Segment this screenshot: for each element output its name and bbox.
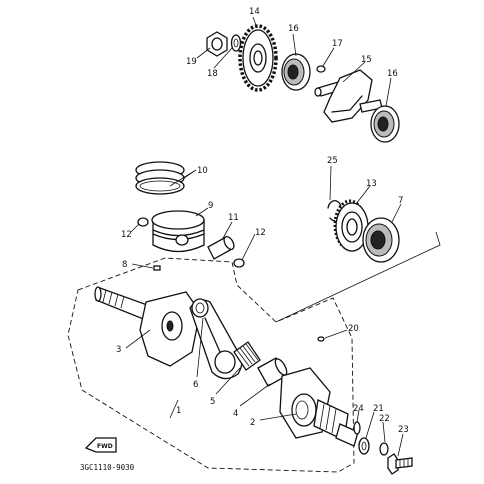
part-12-clip-right <box>233 258 245 268</box>
part-17-key <box>316 65 326 73</box>
part-23-bolt <box>387 453 413 475</box>
callout-9: 9 <box>208 201 213 211</box>
callout-11: 11 <box>228 213 239 223</box>
callout-16-lower: 16 <box>387 69 398 79</box>
callout-12-right: 12 <box>255 228 266 238</box>
part-3-crank-left <box>94 286 201 367</box>
part-19-nut <box>206 31 228 57</box>
part-code: 3GC1110-9030 <box>80 463 135 472</box>
part-13-gear <box>333 199 369 252</box>
callout-8: 8 <box>122 260 127 270</box>
part-10-piston-rings <box>135 161 185 195</box>
part-16-bearing-lower <box>370 105 400 143</box>
part-16-bearing-upper <box>281 53 311 91</box>
part-24-washer <box>353 421 361 435</box>
part-18-washer <box>230 34 242 52</box>
callout-13: 13 <box>366 179 377 189</box>
callout-21: 21 <box>373 404 384 414</box>
leader-lines <box>125 16 404 457</box>
callout-23: 23 <box>398 425 409 435</box>
callout-15: 15 <box>361 55 372 65</box>
callout-18: 18 <box>207 69 218 79</box>
callout-1: 1 <box>176 406 181 416</box>
crankshaft-group <box>94 265 413 475</box>
part-21-washer <box>358 437 370 455</box>
balancer-gear-group <box>206 24 400 143</box>
part-2-crank-right <box>279 367 359 447</box>
part-7-bearing <box>362 217 400 263</box>
callout-25: 25 <box>327 156 338 166</box>
callout-24: 24 <box>353 404 364 414</box>
callout-5: 5 <box>210 397 215 407</box>
part-9-piston <box>151 210 205 253</box>
fwd-label: FWD <box>97 443 113 450</box>
callout-3: 3 <box>116 345 121 355</box>
callout-19: 19 <box>186 57 197 67</box>
part-22-lock-washer <box>379 442 389 456</box>
callout-22: 22 <box>379 414 390 424</box>
bearing-group-outline <box>275 231 441 323</box>
part-12-clip-left <box>137 217 149 227</box>
callout-17: 17 <box>332 39 343 49</box>
callout-12-left: 12 <box>121 230 132 240</box>
callout-14: 14 <box>249 7 260 17</box>
part-11-piston-pin <box>207 235 235 260</box>
callout-20: 20 <box>348 324 359 334</box>
part-8-key <box>153 265 161 271</box>
callout-labels: 14 19 18 16 17 15 16 10 9 11 12 12 25 13… <box>116 7 409 435</box>
callout-16-upper: 16 <box>288 24 299 34</box>
callout-6: 6 <box>193 380 198 390</box>
piston-group <box>135 161 245 268</box>
callout-10: 10 <box>197 166 208 176</box>
callout-7: 7 <box>398 196 403 206</box>
part-14-gear <box>238 24 278 92</box>
crankshaft-assembly-boundary <box>67 257 355 473</box>
fwd-arrow-icon: FWD <box>84 437 117 453</box>
callout-2: 2 <box>250 418 255 428</box>
part-15-balancer-shaft <box>314 69 383 123</box>
primary-bearing-group <box>327 199 400 263</box>
part-5-needle-bearing <box>233 341 261 371</box>
callout-4: 4 <box>233 409 238 419</box>
part-20-key <box>317 336 325 342</box>
